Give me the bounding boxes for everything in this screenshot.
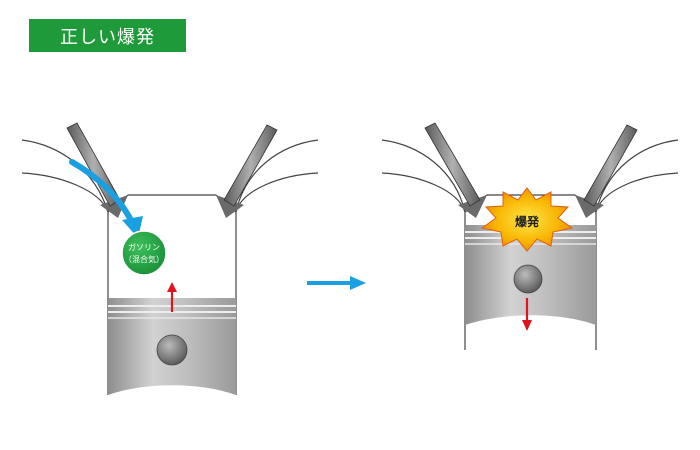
left-piston-up-arrow [167,282,177,312]
left-engine: ガソリン （混合気） [21,122,319,395]
right-exhaust-valve [583,124,638,207]
fuel-label-line2: （混合気） [124,254,164,264]
page-title: 正しい爆発 [29,19,186,52]
explosion-burst: 爆発 [480,187,574,252]
right-piston-down-arrow [522,298,532,331]
left-piston-pin [156,334,188,366]
left-piston [108,298,236,395]
transition-arrow [307,276,366,290]
right-engine: 爆発 [381,122,679,350]
right-intake-valve [424,122,481,207]
left-exhaust-valve [223,124,278,207]
explosion-label: 爆発 [515,214,540,229]
fuel-label-line1: ガソリン [128,242,160,252]
right-piston-pin [513,264,543,294]
fuel-mixture-ball: ガソリン （混合気） [121,230,167,276]
right-piston [465,225,596,325]
